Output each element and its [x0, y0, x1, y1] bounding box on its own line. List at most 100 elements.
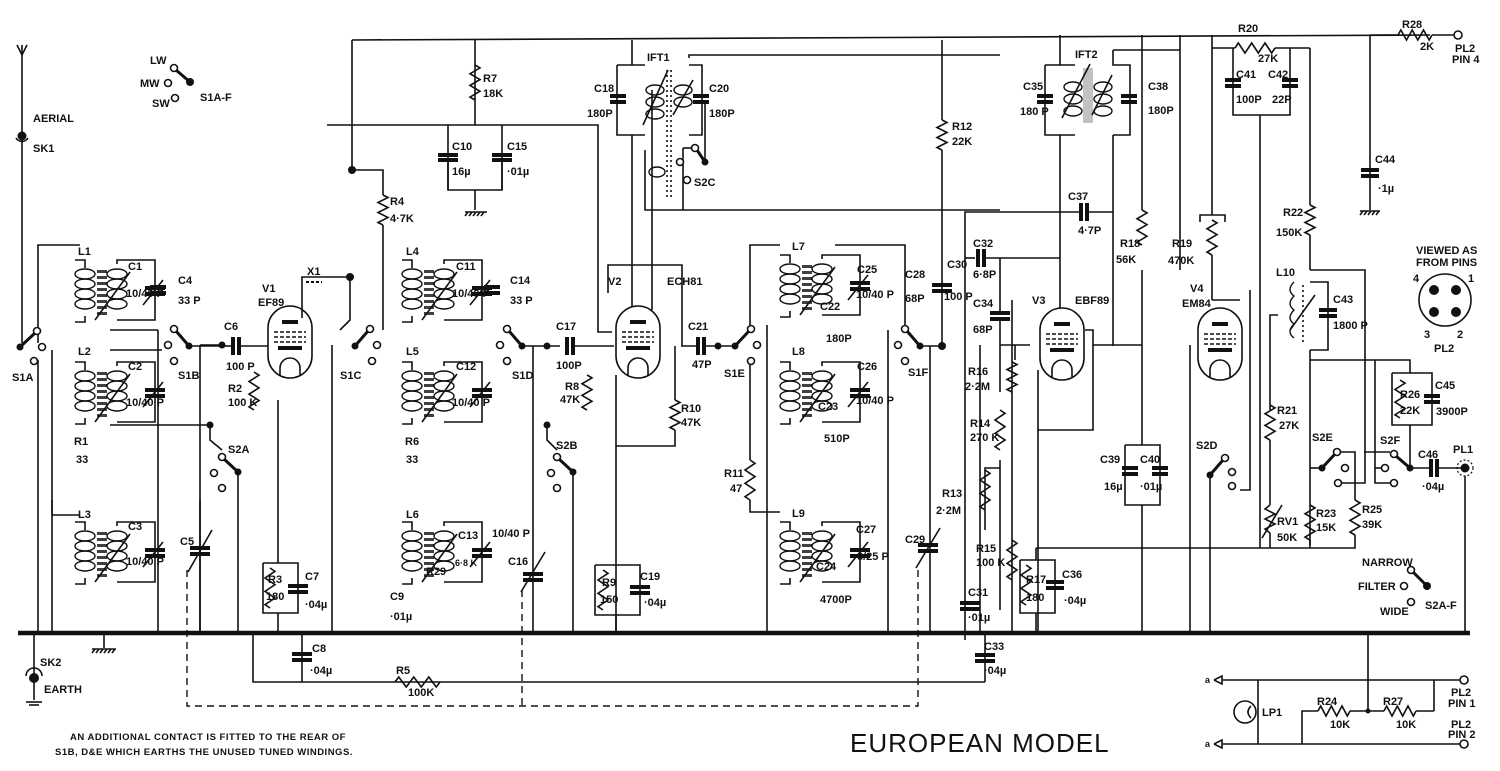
r1-value: 33: [76, 454, 88, 466]
c43-ref: C43: [1333, 294, 1353, 306]
r7-value: 18K: [483, 88, 503, 100]
r25-ref: R25: [1362, 504, 1382, 516]
coil-lead: [75, 259, 86, 268]
resistor-r10: [668, 399, 682, 431]
if-transformer-ift1: [610, 40, 1000, 330]
r23-value: 15K: [1316, 522, 1336, 534]
switch-s1a[interactable]: [16, 326, 47, 366]
c1-value: 10/40 P: [126, 288, 164, 300]
pl2-pin-3: 3: [1424, 329, 1430, 341]
r17-zigzag: [1019, 564, 1033, 606]
c15-value: ·01µ: [507, 166, 529, 178]
r13-ref: R13: [942, 488, 962, 500]
c8-ref: C8: [312, 643, 326, 655]
switch-s2d[interactable]: [1206, 453, 1237, 634]
v3-cathode-network: [1019, 547, 1260, 633]
coil-loop: [433, 370, 455, 382]
coil-lead: [780, 254, 791, 263]
coil-lead: [402, 259, 413, 268]
tuning-capacitor-c29[interactable]: [915, 527, 941, 569]
resistor-r27: [1383, 704, 1417, 718]
coil-loop: [401, 298, 423, 310]
sk2-label: SK2: [40, 657, 61, 669]
c32-ref: C32: [973, 238, 993, 250]
c6-ref: C6: [224, 321, 238, 333]
resistor-r26: [1393, 379, 1407, 419]
c40-value: ·01µ: [1140, 481, 1162, 493]
switch-s1f[interactable]: [893, 324, 947, 366]
switch-s1d[interactable]: [495, 324, 561, 366]
switch-s1b[interactable]: [163, 324, 223, 366]
r18-ref: R18: [1120, 238, 1140, 250]
coil-lead: [75, 521, 86, 530]
tuned-circuit: [443, 361, 483, 423]
coil-loop: [779, 550, 801, 562]
v3-heater: [1051, 359, 1073, 371]
r2-zigzag: [247, 371, 261, 411]
c22-ref: C22: [820, 301, 840, 313]
chassis-ground-1: [91, 633, 116, 654]
coil-loop: [401, 390, 423, 402]
r27-value: 10K: [1396, 719, 1416, 731]
r15-zigzag: [1005, 539, 1019, 581]
switch-s2b[interactable]: [543, 421, 577, 634]
potentiometer-rv1[interactable]: [1261, 440, 1283, 548]
sk1-label: SK1: [33, 143, 54, 155]
pl2-pin1-line2: PIN 1: [1448, 698, 1476, 710]
pl2-view-caption-1: VIEWED AS: [1416, 245, 1477, 257]
switch-s2c[interactable]: [675, 102, 709, 185]
c31-value: ·01µ: [968, 612, 990, 624]
c2-ref: C2: [128, 361, 142, 373]
c17-ref: C17: [556, 321, 576, 333]
c26-value: 10/40 P: [856, 395, 894, 407]
resistor-r28: [1397, 28, 1433, 42]
valve-v4-tuning-indicator: [1197, 307, 1243, 381]
c28-value: 68P: [905, 293, 925, 305]
coil-unit-l4: [401, 259, 492, 323]
tuning-slug: [94, 373, 131, 423]
c44-ref: C44: [1375, 154, 1396, 166]
r15-ref: R15: [976, 543, 996, 555]
coil-loop: [401, 400, 423, 412]
r19-zigzag: [1205, 219, 1219, 256]
ift2-label: IFT2: [1075, 49, 1098, 61]
coil-lead: [402, 418, 413, 425]
c29-ref: C29: [905, 534, 925, 546]
r4-zigzag: [376, 194, 390, 226]
filter-narrow-label: NARROW: [1362, 557, 1413, 569]
switch-s2a[interactable]: [209, 425, 242, 633]
r28-zigzag: [1397, 28, 1433, 42]
ganged-tuning-dashed: [186, 570, 919, 707]
r4-ref: R4: [390, 196, 405, 208]
l8-label: L8: [792, 346, 805, 358]
c41-value: 100P: [1236, 94, 1262, 106]
r23-zigzag: [1303, 504, 1317, 541]
trimmer-arrow: [469, 381, 491, 408]
switch-s2e[interactable]: [1310, 360, 1366, 500]
v1-type: EF89: [258, 297, 284, 309]
c41-ref: C41: [1236, 69, 1256, 81]
coil-loop: [779, 380, 801, 392]
capacitor-c7: [288, 584, 308, 594]
r9-value: 150: [600, 594, 618, 606]
c45-ref: C45: [1435, 380, 1455, 392]
s2e-label: S2E: [1312, 432, 1333, 444]
r18-value: 56K: [1116, 254, 1136, 266]
switch-s1e[interactable]: [731, 324, 762, 366]
capacitor-c14: [484, 285, 500, 295]
coil-unit-l9: [779, 521, 870, 585]
r5-value: 100K: [408, 687, 434, 699]
switch-s1c[interactable]: [351, 324, 382, 366]
tuning-capacitor-c16[interactable]: [520, 346, 546, 633]
chassis-ground-2: [464, 211, 487, 217]
r17-value: 180: [1026, 592, 1044, 604]
switch-s2f[interactable]: [1364, 360, 1414, 488]
v2-cathode-network: [594, 564, 641, 633]
tuned-circuit: [821, 361, 861, 423]
pl2-view-caption-2: FROM PINS: [1416, 257, 1477, 269]
coil-loop: [74, 380, 96, 392]
c36-ref: C36: [1062, 569, 1082, 581]
tuning-capacitor-c5[interactable]: [187, 500, 213, 633]
coil-loop: [811, 263, 833, 275]
c21-ref: C21: [688, 321, 708, 333]
